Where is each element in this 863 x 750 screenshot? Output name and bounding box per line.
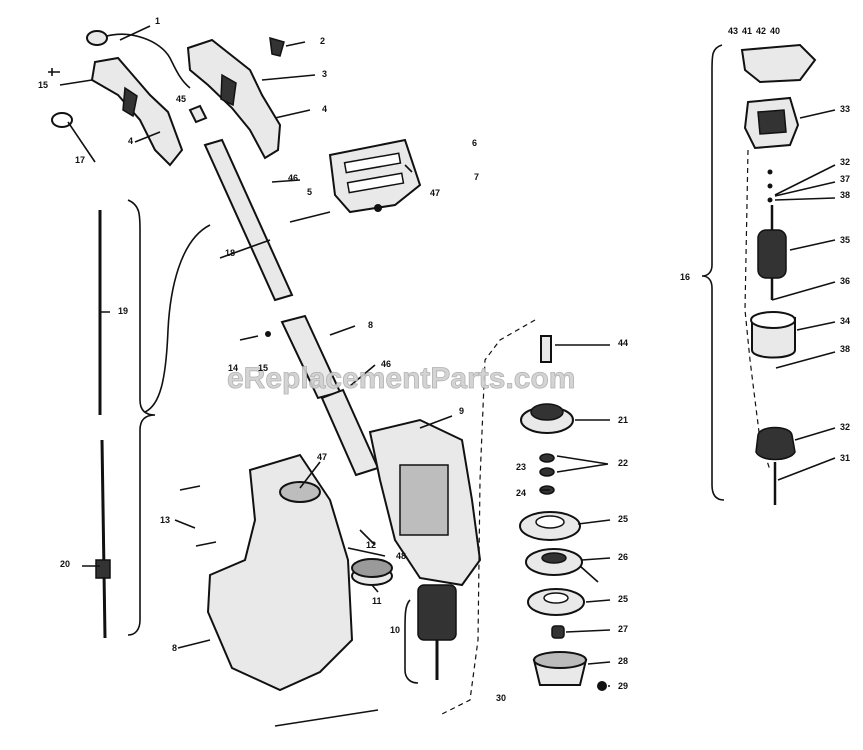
spring-part: [551, 625, 565, 639]
callout-label: 5: [307, 187, 312, 197]
drive-cable-part: [95, 210, 111, 639]
right-assembly-bracket: [701, 44, 725, 501]
callout-label: 40: [770, 26, 780, 36]
callout-label: 8: [172, 643, 177, 653]
callout-label: 32: [840, 157, 850, 167]
callout-label: 2: [320, 36, 325, 46]
upper-shaft-tube: [203, 138, 294, 302]
screw-part: [48, 68, 60, 76]
callout-label: 10: [390, 625, 400, 635]
right-stator-part: [750, 311, 796, 359]
callout-label: 21: [618, 415, 628, 425]
spool-top-part: [519, 511, 581, 541]
pin-part: [540, 335, 552, 363]
callout-label: 20: [60, 559, 70, 569]
callout-label: 37: [840, 174, 850, 184]
callout-label: 22: [618, 458, 628, 468]
callout-label: 15: [38, 80, 48, 90]
callout-label: 36: [840, 276, 850, 286]
callout-label: 47: [430, 188, 440, 198]
bracket-long: [127, 199, 156, 636]
callout-label: 7: [474, 172, 479, 182]
guard-plate-part: [328, 138, 422, 214]
spool-bottom-part: [527, 588, 585, 616]
motor-armature-part: [417, 584, 457, 680]
right-top-housing-part: [740, 43, 817, 84]
callout-label: 25: [618, 594, 628, 604]
switch-cord-part: [86, 30, 208, 124]
leader-lines: [59, 25, 836, 687]
callout-label: 30: [496, 693, 506, 703]
callout-label: 8: [368, 320, 373, 330]
washers-part: [539, 453, 555, 495]
callout-label: 38: [840, 344, 850, 354]
callout-label: 35: [840, 235, 850, 245]
callout-label: 28: [618, 656, 628, 666]
callout-label: 6: [472, 138, 477, 148]
callout-label: 46: [288, 173, 298, 183]
callout-label: 42: [756, 26, 766, 36]
callout-label: 16: [680, 272, 690, 282]
callout-label: 24: [516, 488, 526, 498]
power-cord: [144, 224, 211, 413]
callout-label: 13: [160, 515, 170, 525]
bracket-motor: [404, 599, 419, 684]
callout-label: 9: [459, 406, 464, 416]
callout-label: 15: [258, 363, 268, 373]
handle-left-half: [90, 56, 184, 167]
callout-label: 23: [516, 462, 526, 472]
shield-guard-part: [206, 453, 354, 692]
spool-stack-bracket: [439, 319, 536, 716]
callout-label: 27: [618, 624, 628, 634]
fan-part: [520, 403, 574, 434]
callout-label: 41: [742, 26, 752, 36]
bearing-cup-part: [351, 558, 393, 586]
callout-label: 25: [618, 514, 628, 524]
callout-label: 47: [317, 452, 327, 462]
right-dashed-guide: [744, 149, 771, 471]
callout-label: 43: [728, 26, 738, 36]
right-bottom-housing-part: [755, 426, 796, 505]
callout-label: 46: [381, 359, 391, 369]
callout-label: 1: [155, 16, 160, 26]
right-end-cap-part: [743, 96, 800, 150]
knob-part: [269, 36, 285, 57]
callout-label: 38: [840, 190, 850, 200]
callout-label: 26: [618, 552, 628, 562]
shaft-base-line: [274, 709, 379, 727]
callout-label: 17: [75, 155, 85, 165]
callout-label: 3: [322, 69, 327, 79]
callout-label: 4: [322, 104, 327, 114]
spool-line-part: [525, 548, 599, 583]
callout-label: 18: [225, 248, 235, 258]
callout-label: 32: [840, 422, 850, 432]
screws-13: [179, 485, 217, 547]
callout-label: 48: [396, 551, 406, 561]
callout-label: 12: [366, 540, 376, 550]
watermark-text: eReplacementParts.com: [227, 362, 576, 395]
callout-label: 19: [118, 306, 128, 316]
right-armature-part: [757, 205, 787, 300]
callout-label: 14: [228, 363, 238, 373]
callout-label: 31: [840, 453, 850, 463]
callout-label: 34: [840, 316, 850, 326]
callout-label: 29: [618, 681, 628, 691]
callout-label: 11: [372, 596, 382, 606]
callout-label: 33: [840, 104, 850, 114]
bolt-part: [289, 211, 331, 223]
right-small-washers: [767, 169, 773, 203]
small-screws: [239, 331, 271, 341]
callout-label: 4: [128, 136, 133, 146]
callout-label: 45: [176, 94, 186, 104]
handle-right-half: [186, 38, 282, 160]
motor-housing-part: [368, 418, 482, 587]
gasket-ring-part: [51, 112, 73, 128]
cap-part: [532, 651, 607, 691]
callout-label: 44: [618, 338, 628, 348]
